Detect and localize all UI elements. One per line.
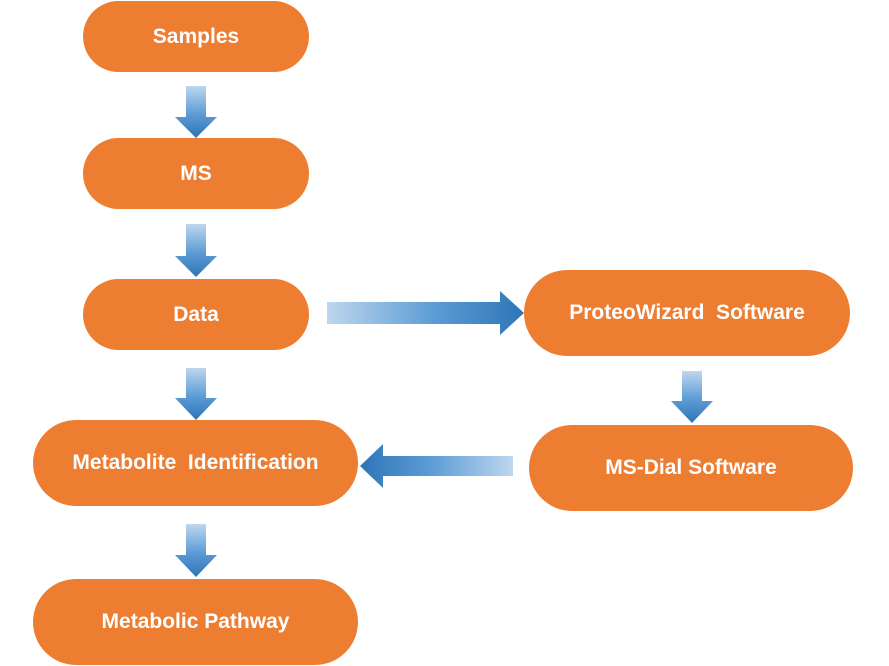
node-metabolic-pathway: Metabolic Pathway (33, 579, 358, 665)
node-data: Data (83, 279, 309, 350)
node-proteowizard-software: ProteoWizard Software (524, 270, 850, 356)
arrow-msdial-to-metabolite-identification (360, 444, 513, 488)
node-samples: Samples (83, 1, 309, 72)
arrow-ms-to-data (175, 224, 217, 277)
node-metabolite-identification: Metabolite Identification (33, 420, 358, 506)
node-ms: MS (83, 138, 309, 209)
arrow-data-to-metabolite-identification (175, 368, 217, 420)
arrow-metabolite-identification-to-pathway (175, 524, 217, 577)
node-ms-dial-software: MS-Dial Software (529, 425, 853, 511)
arrow-data-to-proteowizard (327, 291, 524, 335)
arrow-proteowizard-to-msdial (671, 371, 713, 423)
arrow-samples-to-ms (175, 86, 217, 138)
